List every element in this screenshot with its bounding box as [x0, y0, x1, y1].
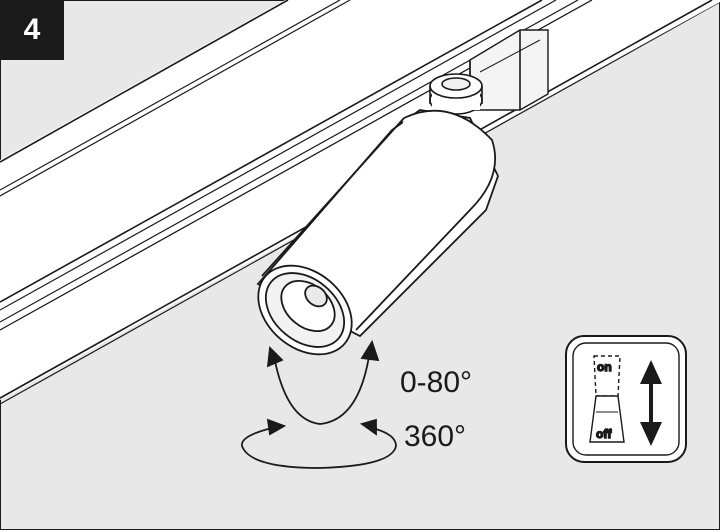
switch-icon-box: on off	[565, 335, 687, 463]
step-number-badge: 4	[0, 0, 64, 60]
rotation-angle-label: 360°	[404, 420, 467, 453]
rotation-arrow-icon	[241, 418, 397, 469]
rocker-switch-icon: on off	[589, 355, 625, 443]
spotlight-body	[256, 109, 499, 356]
tilt-arrow-icon	[266, 339, 380, 425]
switch-off-label: off	[596, 427, 612, 441]
up-down-arrow-icon	[640, 360, 662, 446]
spotlight-mount	[429, 73, 483, 115]
tilt-angle-label: 0-80°	[400, 366, 473, 399]
switch-on-label: on	[597, 360, 612, 374]
